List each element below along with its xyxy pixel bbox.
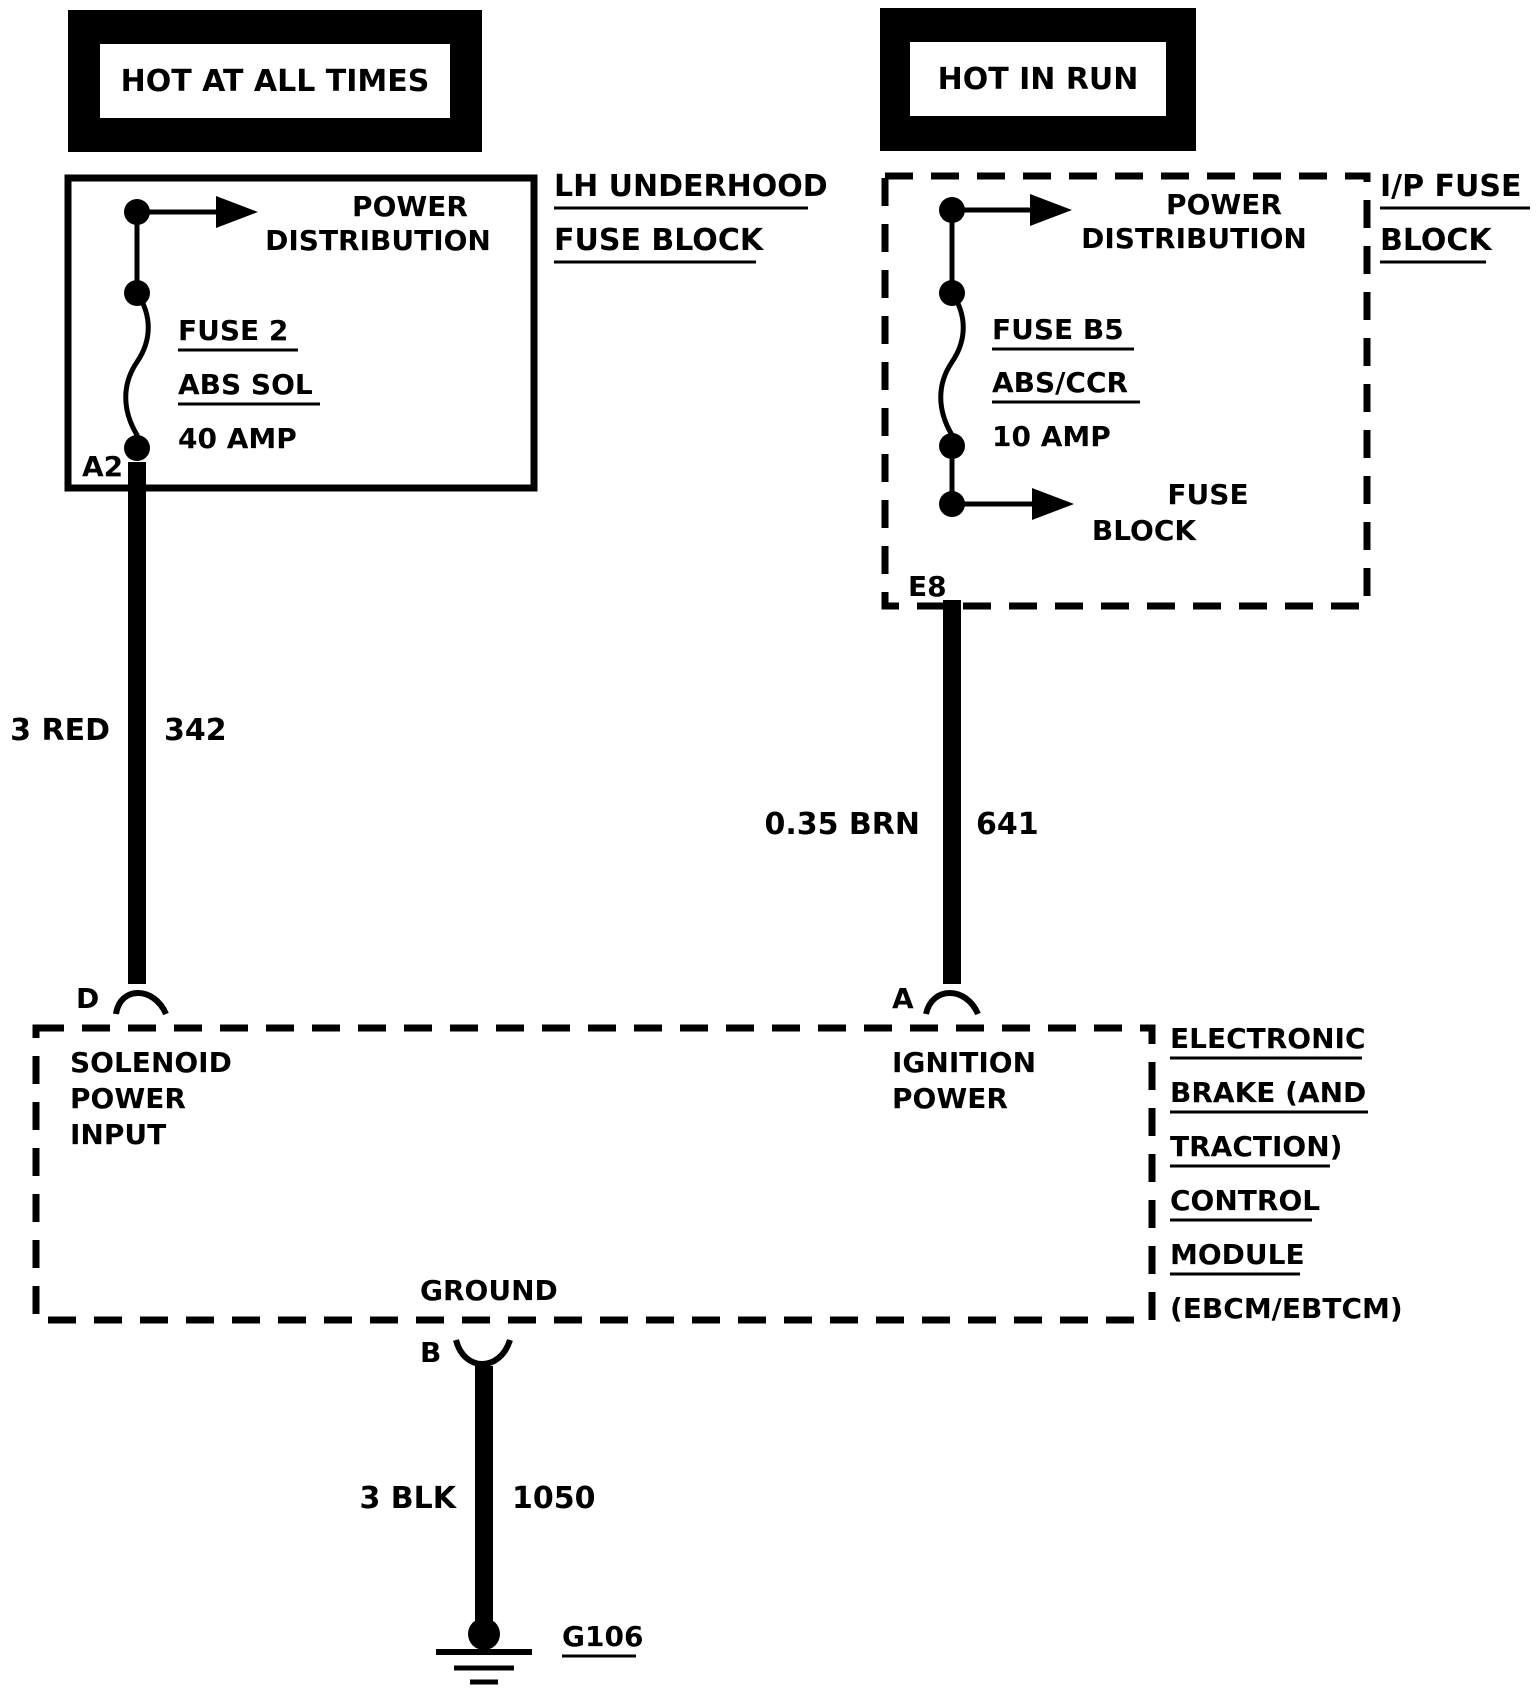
ground-point-label: G106 bbox=[562, 1620, 643, 1653]
pin-d-connector: D bbox=[76, 982, 169, 1016]
pin-d-line-3: INPUT bbox=[70, 1118, 166, 1151]
header-hot-at-all-times: HOT AT ALL TIMES bbox=[68, 10, 482, 152]
pin-a-line-1: IGNITION bbox=[892, 1046, 1036, 1079]
left-fuse-rating: 40 AMP bbox=[178, 422, 297, 455]
right-fuse-rating: 10 AMP bbox=[992, 420, 1111, 453]
header-left-label: HOT AT ALL TIMES bbox=[121, 64, 430, 99]
module-name: ELECTRONIC BRAKE (AND TRACTION) CONTROL … bbox=[1170, 1022, 1403, 1325]
wire-right: 0.35 BRN 641 bbox=[764, 600, 1039, 984]
left-terminal: A2 bbox=[82, 450, 123, 483]
pin-d-line-2: POWER bbox=[70, 1082, 186, 1115]
pin-a-connector: A bbox=[892, 982, 981, 1016]
wire-ground-circuit: 1050 bbox=[512, 1481, 596, 1516]
right-power-dist-2: DISTRIBUTION bbox=[1081, 222, 1307, 255]
arrow-icon bbox=[1030, 194, 1072, 226]
left-power-dist-1: POWER bbox=[352, 190, 468, 223]
wire-right-gauge: 0.35 BRN bbox=[764, 807, 920, 842]
right-terminal: E8 bbox=[908, 570, 947, 603]
ebcm-module: SOLENOID POWER INPUT IGNITION POWER GROU… bbox=[32, 1024, 1156, 1324]
fuse-icon bbox=[123, 291, 151, 448]
pin-b-letter: B bbox=[420, 1336, 441, 1369]
wire-left-circuit: 342 bbox=[164, 713, 227, 748]
header-hot-in-run: HOT IN RUN bbox=[880, 8, 1196, 151]
right-fuse-circuit: ABS/CCR bbox=[992, 366, 1128, 399]
module-name-3: TRACTION) bbox=[1170, 1130, 1342, 1163]
wire-right-circuit: 641 bbox=[976, 807, 1039, 842]
left-fuse-name: FUSE 2 bbox=[178, 314, 288, 347]
module-name-2: BRAKE (AND bbox=[1170, 1076, 1366, 1109]
right-block-name-2: BLOCK bbox=[1380, 223, 1493, 258]
left-fuse-circuit: ABS SOL bbox=[178, 368, 313, 401]
pin-d-line-1: SOLENOID bbox=[70, 1046, 232, 1079]
left-block-name-2: FUSE BLOCK bbox=[554, 223, 765, 258]
arrow-icon bbox=[216, 196, 258, 228]
module-name-5: MODULE bbox=[1170, 1238, 1305, 1271]
right-fuse-block-1: FUSE bbox=[1167, 478, 1248, 511]
right-power-dist-1: POWER bbox=[1166, 188, 1282, 221]
left-power-dist-2: DISTRIBUTION bbox=[265, 224, 491, 257]
pin-a-line-2: POWER bbox=[892, 1082, 1008, 1115]
wire-left-gauge: 3 RED bbox=[10, 713, 110, 748]
pin-a-letter: A bbox=[892, 982, 914, 1015]
left-block-name-1: LH UNDERHOOD bbox=[554, 169, 828, 204]
ground-symbol-icon bbox=[436, 1618, 532, 1685]
ip-fuse-block: POWER DISTRIBUTION FUSE B5 ABS/CCR 10 AM… bbox=[881, 172, 1371, 610]
right-fuse-block-2: BLOCK bbox=[1092, 514, 1198, 547]
arrow-icon bbox=[1032, 488, 1074, 520]
wire-ground-gauge: 3 BLK bbox=[359, 1481, 457, 1516]
pin-b-connector: B bbox=[420, 1336, 513, 1369]
wire-ground: 3 BLK 1050 bbox=[359, 1366, 596, 1624]
pin-d-letter: D bbox=[76, 982, 99, 1015]
wire-left: 3 RED 342 bbox=[10, 462, 227, 984]
module-name-6: (EBCM/EBTCM) bbox=[1170, 1292, 1403, 1325]
module-name-4: CONTROL bbox=[1170, 1184, 1320, 1217]
right-block-name-1: I/P FUSE bbox=[1380, 169, 1522, 204]
right-fuse-name: FUSE B5 bbox=[992, 313, 1124, 346]
module-name-1: ELECTRONIC bbox=[1170, 1022, 1366, 1055]
lh-underhood-fuse-block: POWER DISTRIBUTION FUSE 2 ABS SOL 40 AMP… bbox=[64, 174, 538, 492]
header-right-label: HOT IN RUN bbox=[938, 62, 1139, 97]
pin-b-label: GROUND bbox=[420, 1274, 558, 1307]
fuse-icon bbox=[938, 291, 966, 446]
